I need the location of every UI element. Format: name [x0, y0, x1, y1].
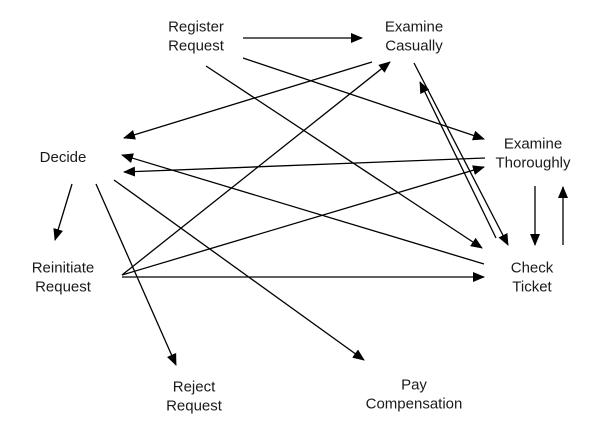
edge-reinitiate-to-examine-casually: [121, 61, 391, 276]
edge-examine-thoroughly-to-decide: [123, 157, 486, 177]
edge-register-to-examine-thoroughly: [242, 57, 485, 141]
nodes-layer: RegisterRequestExamineCasuallyExamineTho…: [32, 18, 571, 414]
node-label-examine-thoroughly-line-2: Thoroughly: [495, 154, 571, 171]
node-decide: Decide: [40, 149, 87, 166]
node-label-examine-casually-line-1: Examine: [385, 18, 443, 35]
node-label-reject-line-1: Reject: [173, 378, 216, 395]
node-label-register-line-1: Register: [168, 18, 224, 35]
node-label-reject-line-2: Request: [166, 397, 223, 414]
edge-check-ticket-to-examine-casually: [419, 81, 497, 239]
edge-examine-casually-to-check-ticket: [413, 62, 509, 246]
node-label-examine-casually-line-2: Casually: [385, 37, 443, 54]
node-label-decide-line-1: Decide: [40, 149, 87, 166]
edge-examine-casually-to-decide: [123, 61, 373, 140]
edge-decide-to-pay: [113, 179, 365, 361]
node-label-check-ticket-line-2: Ticket: [512, 278, 552, 295]
node-label-reinitiate-line-2: Request: [35, 278, 92, 295]
node-label-pay-line-2: Compensation: [366, 395, 463, 412]
node-label-reinitiate-line-1: Reinitiate: [32, 259, 95, 276]
edges-layer: [53, 33, 568, 366]
edge-check-ticket-to-decide: [121, 153, 485, 265]
node-label-check-ticket-line-1: Check: [511, 259, 554, 276]
edge-decide-to-reject: [95, 183, 177, 366]
node-label-pay-line-1: Pay: [401, 376, 427, 393]
edge-register-to-check-ticket: [205, 65, 483, 249]
node-label-examine-thoroughly-line-1: Examine: [504, 135, 562, 152]
node-label-register-line-2: Request: [168, 37, 225, 54]
edge-decide-to-reinitiate: [53, 183, 73, 241]
edge-reinitiate-to-examine-thoroughly: [121, 165, 485, 276]
